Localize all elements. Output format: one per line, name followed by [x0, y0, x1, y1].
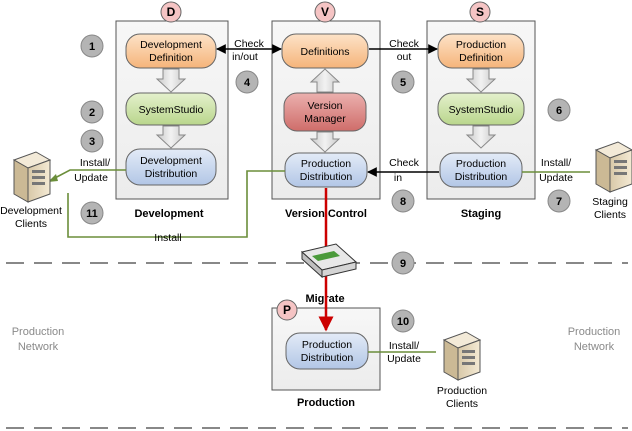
client-label-line: Clients	[594, 209, 626, 221]
client-label-line: Clients	[446, 398, 478, 410]
svg-text:2: 2	[89, 107, 95, 119]
node-dev-systemstudio: SystemStudio	[125, 92, 217, 126]
column-title-production: Production	[297, 397, 355, 409]
node-label-line: Distribution	[300, 171, 353, 183]
node-version-manager: Version Manager	[283, 92, 367, 132]
network-label-line: Production	[568, 326, 621, 338]
node-label-line: Version	[307, 100, 342, 112]
svg-text:V: V	[321, 5, 329, 19]
node-label-line: Production	[456, 158, 506, 170]
stg-flow-arrow-1	[465, 68, 497, 93]
node-label-line: Production	[301, 158, 351, 170]
node-label-line: Distribution	[301, 352, 354, 364]
client-label-line: Production	[437, 385, 487, 397]
svg-text:5: 5	[400, 77, 406, 89]
svg-text:9: 9	[400, 258, 406, 270]
dev-flow-arrow-1	[155, 68, 187, 93]
edge-label-line: Check	[389, 38, 420, 50]
staging-clients-server-icon	[594, 141, 632, 193]
node-label-line: SystemStudio	[139, 104, 204, 116]
node-stg-systemstudio: SystemStudio	[437, 92, 525, 126]
step-circle-6: 6	[547, 98, 571, 122]
step-circle-10: 10	[391, 309, 415, 333]
node-label-line: Development	[140, 155, 202, 167]
edge-label-install: Install	[154, 232, 181, 244]
step-circle-2: 2	[80, 100, 104, 124]
node-label-line: SystemStudio	[449, 104, 514, 116]
step-circle-5: 5	[391, 70, 415, 94]
step-circle-4: 4	[235, 70, 259, 94]
svg-text:S: S	[476, 5, 484, 19]
step-circle-11: 11	[80, 201, 104, 225]
edge-label-line: in/out	[232, 51, 258, 63]
node-label-line: Production	[302, 339, 352, 351]
edge-label-line: in	[394, 172, 402, 184]
production-clients-server-icon	[442, 331, 482, 381]
badge-p: P	[276, 299, 298, 321]
step-circle-7: 7	[547, 189, 571, 213]
svg-text:4: 4	[244, 77, 251, 89]
edge-label-line: Install/	[389, 340, 419, 352]
badge-v: V	[314, 1, 336, 23]
step-circle-8: 8	[391, 189, 415, 213]
svg-text:8: 8	[400, 196, 406, 208]
edge-label-line: out	[397, 51, 412, 63]
node-production-distribution: Production Distribution	[285, 332, 369, 370]
node-label-line: Development	[140, 39, 202, 51]
node-label-line: Manager	[304, 113, 346, 125]
stg-flow-arrow-2	[465, 125, 497, 149]
network-label-line: Network	[18, 341, 59, 353]
svg-text:6: 6	[556, 105, 562, 117]
vc-flow-arrow-down	[309, 131, 341, 153]
edge-label-line: Check	[234, 38, 265, 50]
dev-flow-arrow-2	[155, 125, 187, 149]
router-icon	[300, 243, 358, 279]
column-title-staging: Staging	[461, 208, 501, 220]
badge-d: D	[160, 1, 182, 23]
edge-label-line: Update	[387, 353, 421, 365]
svg-text:11: 11	[86, 208, 98, 220]
node-label-line: Production	[456, 39, 506, 51]
edge-install	[67, 170, 285, 238]
client-label-line: Development	[0, 205, 62, 217]
node-development-distribution: Development Distribution	[125, 148, 217, 186]
node-staging-production-distribution: Production Distribution	[439, 152, 523, 188]
svg-text:10: 10	[397, 316, 409, 328]
edge-label-line: Update	[74, 172, 108, 184]
node-production-definition: Production Definition	[437, 33, 525, 69]
edge-label-line: Install/	[80, 157, 110, 169]
node-label-line: Distribution	[455, 171, 508, 183]
vc-flow-arrow-up	[309, 68, 341, 93]
network-label-line: Network	[574, 341, 615, 353]
svg-text:3: 3	[89, 136, 95, 148]
node-label-line: Distribution	[145, 168, 198, 180]
node-definitions: Definitions	[281, 33, 369, 69]
step-circle-1: 1	[80, 34, 104, 58]
svg-text:P: P	[283, 303, 291, 317]
edge-label-line: Install/	[541, 157, 571, 169]
edge-label-line: Check	[389, 157, 420, 169]
column-title-development: Development	[134, 208, 203, 220]
edge-install-update-dev	[52, 169, 126, 180]
node-label-line: Definition	[149, 52, 193, 64]
node-label-line: Definitions	[300, 46, 349, 58]
badge-s: S	[469, 1, 491, 23]
client-label-line: Clients	[15, 218, 47, 230]
client-label-line: Staging	[592, 196, 628, 208]
edge-label-line: Update	[539, 172, 573, 184]
svg-text:7: 7	[556, 196, 562, 208]
network-label-line: Production	[12, 326, 65, 338]
svg-text:D: D	[167, 5, 176, 19]
step-circle-3: 3	[80, 129, 104, 153]
svg-text:1: 1	[89, 41, 95, 53]
node-label-line: Definition	[459, 52, 503, 64]
node-vc-production-distribution: Production Distribution	[284, 152, 368, 188]
step-circle-9: 9	[391, 251, 415, 275]
dev-clients-server-icon	[12, 151, 52, 203]
node-development-definition: Development Definition	[125, 33, 217, 69]
